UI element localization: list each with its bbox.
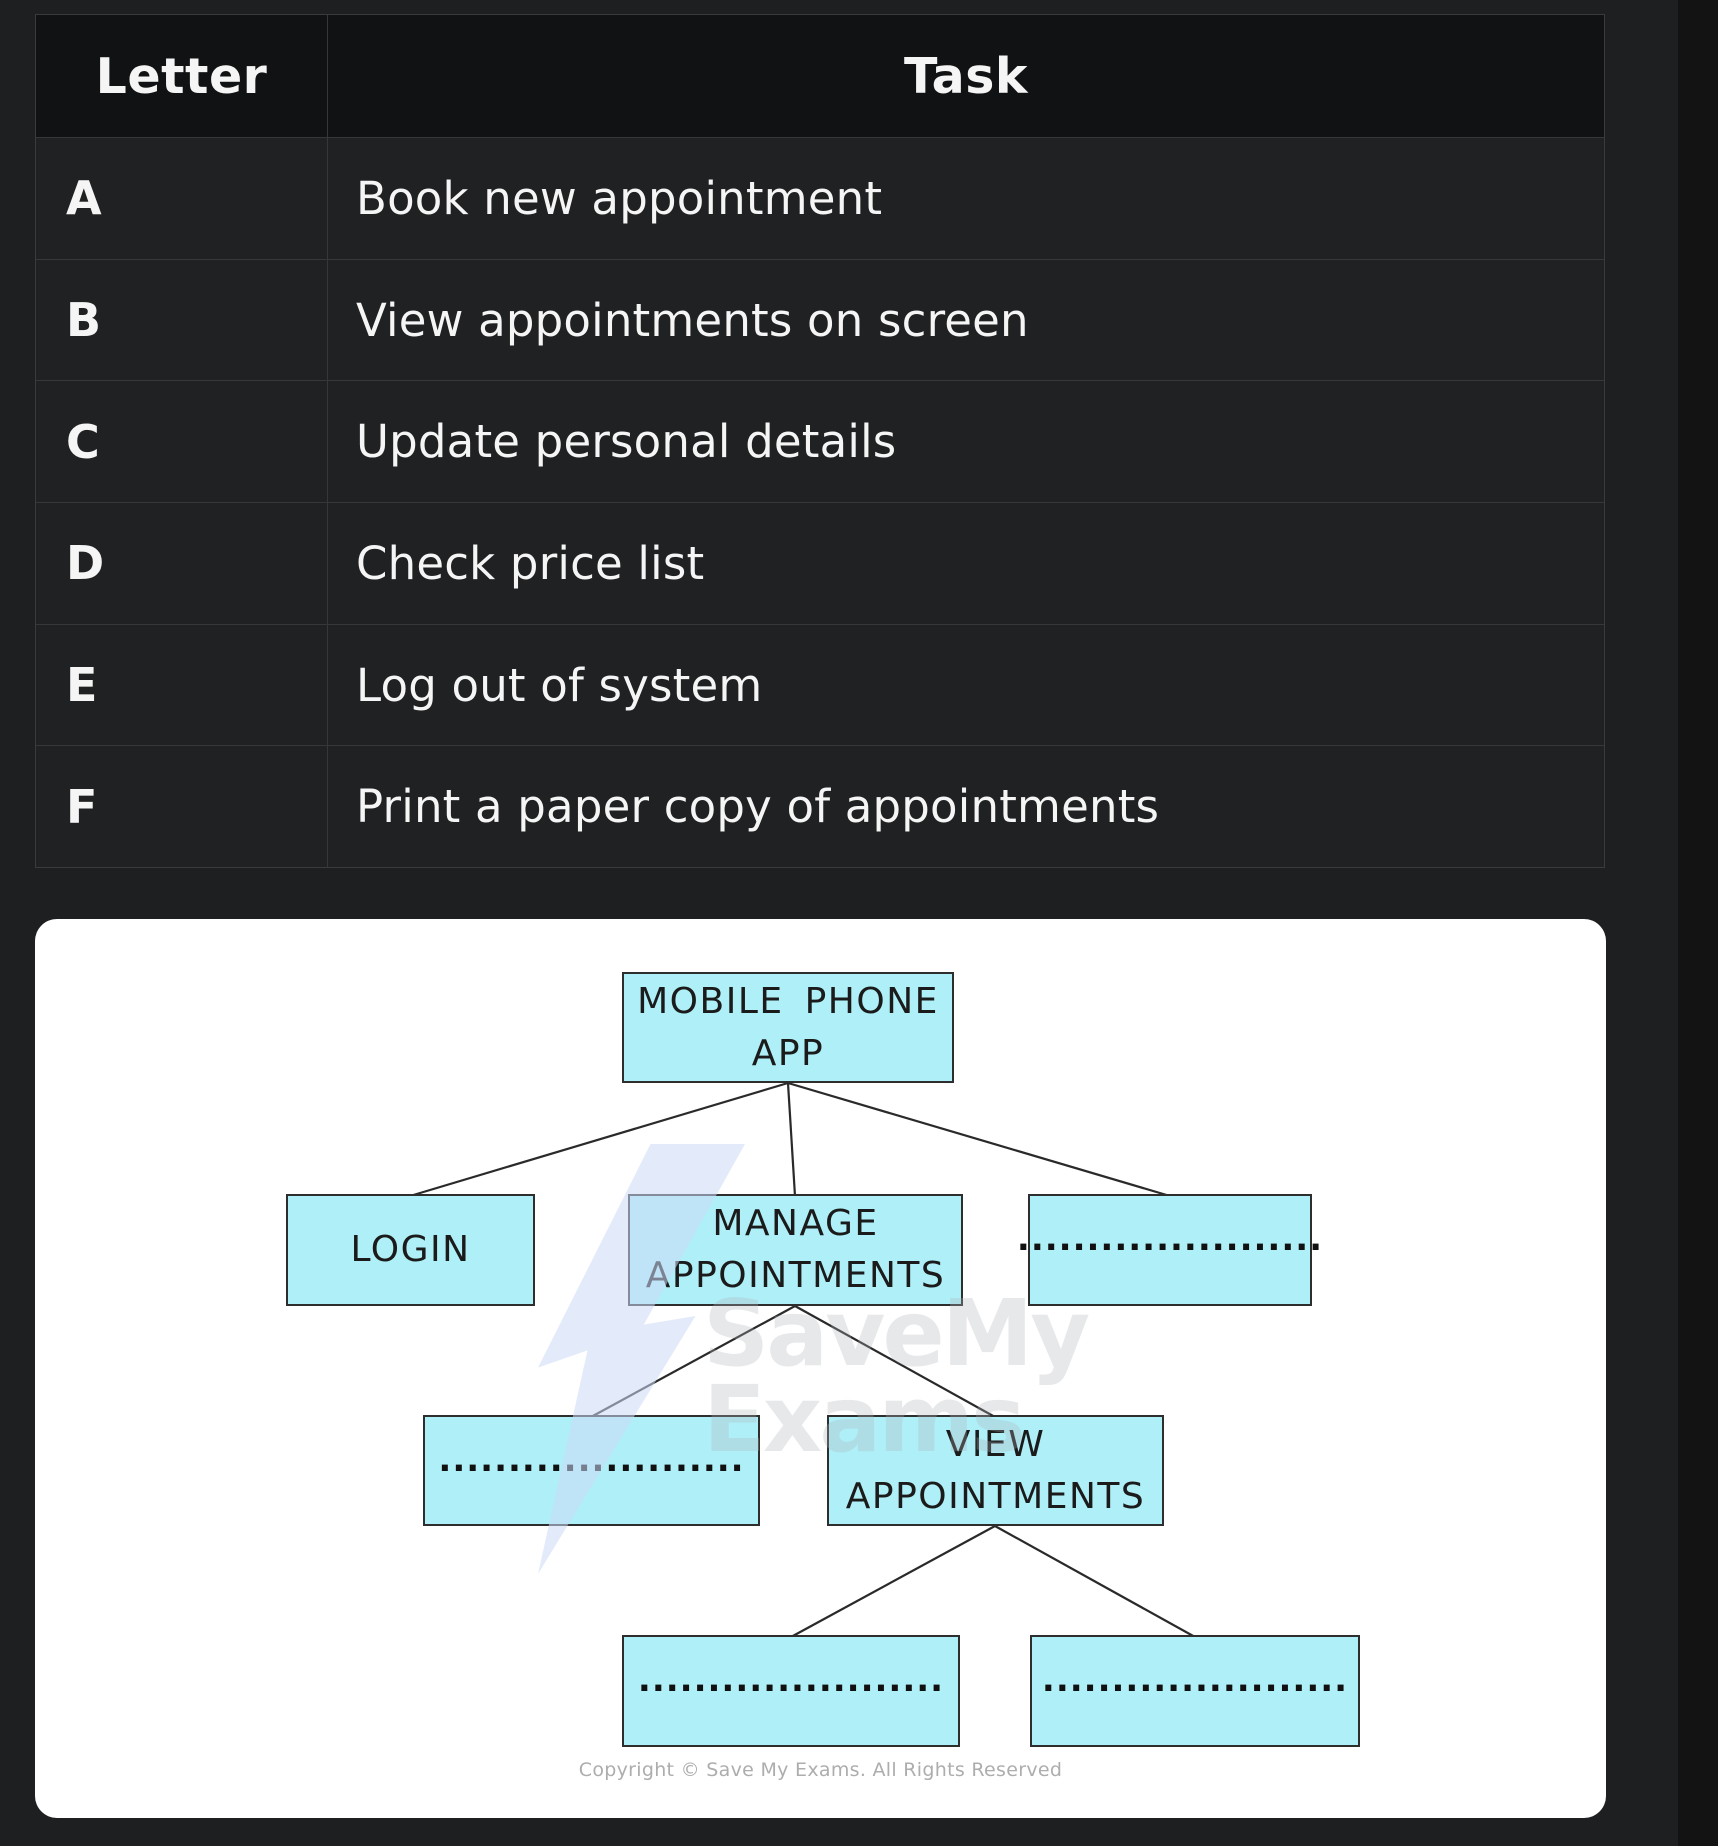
blank-node-level2: ...................... [423,1415,760,1526]
blank-node-level1: ...................... [1017,1194,1322,1306]
node-label-line: APP [751,1032,825,1074]
table-row: A Book new appointment [36,137,1604,259]
copyright-text: Copyright © Save My Exams. All Rights Re… [578,1759,1063,1781]
letter-task-table: Letter Task A Book new appointment B Vie… [35,14,1605,868]
task-cell: View appointments on screen [356,293,1029,347]
node-label-line: MANAGE [712,1203,879,1245]
node-login: LOGIN [286,1194,535,1306]
answer-dots: ...................... [1016,1219,1324,1260]
letter-cell: D [36,503,328,624]
table-row: B View appointments on screen [36,258,1604,381]
table-row: F Print a paper copy of appointments [36,745,1604,868]
answer-dots: ...................... [1041,1660,1349,1701]
task-cell: Print a paper copy of appointments [356,780,1160,834]
task-cell: Update personal details [356,415,897,469]
node-label-line: APPOINTMENTS [845,1475,1146,1517]
right-edge-band [1678,0,1718,1846]
letter-cell: C [36,381,328,503]
letter-column-header: Letter [36,15,328,137]
task-cell: Book new appointment [356,171,883,225]
letter-cell: E [36,624,328,746]
node-manage-appointments: MANAGE APPOINTMENTS [628,1194,963,1306]
table-header-row: Letter Task [36,15,1604,137]
structure-diagram-card: MOBILE PHONE APP LOGIN MANAGE APPOINTMEN… [35,919,1606,1818]
answer-dots: ...................... [637,1660,945,1701]
blank-node-level3-right: ...................... [1030,1635,1360,1747]
table-row: C Update personal details [36,380,1604,503]
table-row: D Check price list [36,502,1604,624]
node-label-line: LOGIN [350,1229,471,1271]
letter-cell: B [36,259,328,381]
node-label-line: VIEW [945,1423,1046,1465]
node-label-line: APPOINTMENTS [645,1255,946,1296]
letter-cell: A [36,138,328,259]
node-label-line: MOBILE PHONE [637,980,939,1022]
task-cell: Log out of system [356,658,763,712]
task-column-header: Task [904,47,1028,105]
connector-lines [409,1081,1196,1638]
task-cell: Check price list [356,536,705,590]
table-row: E Log out of system [36,623,1604,746]
answer-dots: ...................... [438,1439,745,1480]
node-mobile-phone-app: MOBILE PHONE APP [622,972,954,1083]
blank-node-level3-left: ...................... [622,1635,960,1747]
node-view-appointments: VIEW APPOINTMENTS [827,1415,1164,1526]
letter-cell: F [36,746,328,868]
